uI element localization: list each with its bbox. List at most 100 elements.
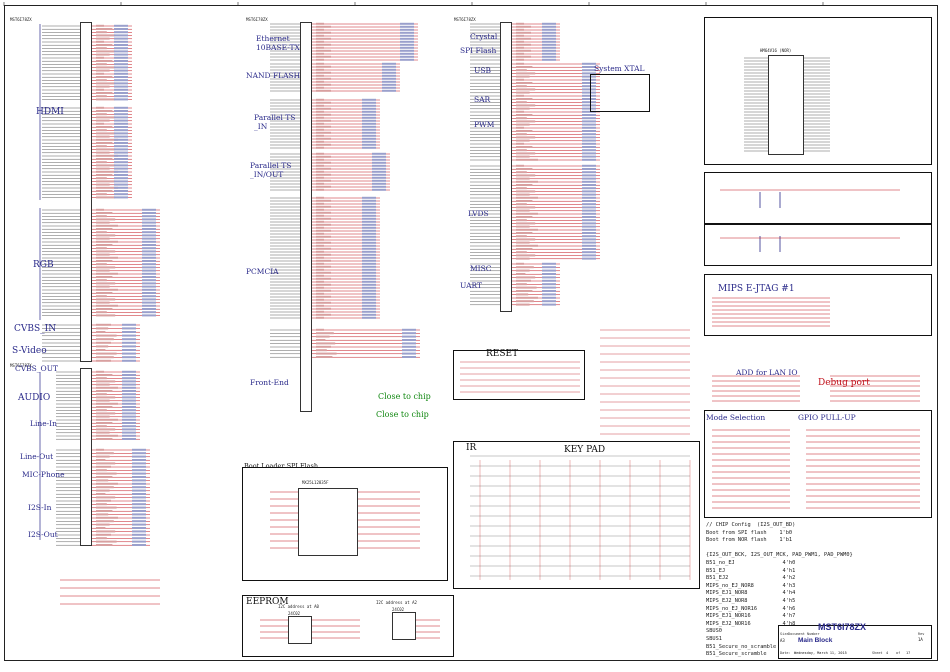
net-label-block — [96, 272, 118, 275]
net-label-block — [316, 289, 331, 292]
title-size: A3 — [780, 638, 785, 643]
net-label-block — [516, 276, 536, 279]
net-label-block — [316, 292, 324, 295]
net-label-block — [402, 328, 416, 331]
net-label-block — [142, 228, 156, 230]
label-cvbs-out: CVBS_OUT — [15, 364, 59, 373]
net-label-block — [96, 126, 113, 128]
net-label-block — [542, 40, 556, 43]
net-label-block — [316, 259, 331, 262]
net-label-block — [114, 151, 128, 154]
net-label-block — [114, 154, 128, 157]
net-label-block — [96, 154, 118, 157]
net-label-block — [316, 253, 331, 256]
net-label-block — [114, 98, 128, 101]
net-label-block — [96, 218, 116, 221]
net-label-block — [362, 256, 376, 259]
net-label-block — [362, 107, 376, 110]
net-label-block — [316, 137, 331, 140]
net-label-block — [96, 486, 114, 489]
net-label-block — [542, 266, 556, 269]
net-label-block — [362, 262, 376, 265]
net-label-block — [316, 101, 331, 104]
net-label-block — [516, 279, 531, 282]
net-label-block — [516, 66, 533, 68]
net-label-block — [96, 98, 116, 101]
net-label-block — [582, 184, 596, 186]
boot-spi-box — [242, 467, 448, 581]
net-label-block — [96, 161, 107, 164]
net-label-block — [542, 37, 556, 40]
label-eeprom: EEPROM — [246, 597, 289, 607]
net-label-block — [96, 228, 113, 230]
net-label-block — [582, 107, 596, 110]
net-label-block — [96, 288, 118, 291]
net-label-block — [362, 122, 376, 125]
label-add-lan: ADD for LAN IO — [736, 368, 798, 377]
net-label-block — [96, 237, 110, 240]
net-label-block — [516, 266, 534, 269]
label-close-to-chip-2: Close to chip — [376, 410, 429, 419]
net-label-block — [316, 271, 331, 274]
net-label-block — [114, 28, 128, 30]
net-label-block — [382, 83, 396, 86]
net-label-block — [132, 496, 146, 499]
net-label-block — [316, 182, 324, 185]
net-label-block — [316, 352, 337, 355]
net-label-block — [96, 167, 110, 170]
net-label-block — [516, 85, 527, 88]
net-label-block — [96, 240, 118, 243]
net-label-block — [316, 328, 324, 331]
net-label-block — [96, 301, 110, 304]
net-label-block — [122, 386, 136, 389]
net-label-block — [96, 399, 110, 402]
net-label-block — [316, 295, 331, 298]
net-label-block — [362, 220, 376, 223]
net-label-block — [96, 412, 116, 415]
label-mic: MIC-Phone — [22, 470, 65, 479]
net-label-block — [96, 533, 111, 536]
net-label-block — [516, 193, 530, 196]
net-label-block — [582, 149, 596, 152]
net-label-block — [142, 250, 156, 253]
net-label-block — [96, 76, 113, 78]
eeprom-addr-a0: I2C address at A0 — [278, 604, 319, 609]
net-label-block — [96, 438, 113, 440]
net-label-block — [362, 268, 376, 271]
net-label-block — [96, 523, 110, 526]
net-label-block — [516, 136, 536, 139]
net-label-block — [96, 69, 110, 72]
net-label-block — [122, 390, 136, 392]
net-label-block — [582, 139, 596, 142]
net-label-block — [362, 134, 376, 137]
protection-box-1 — [704, 172, 932, 224]
net-label-block — [114, 40, 128, 43]
net-label-block — [316, 342, 336, 345]
system-xtal-box — [590, 74, 650, 112]
ir-keypad-box — [453, 441, 700, 589]
net-label-block — [96, 142, 113, 144]
net-label-block — [516, 212, 538, 215]
net-label-block — [516, 254, 536, 257]
label-line-out: Line-Out — [20, 452, 54, 461]
net-label-block — [316, 86, 324, 89]
net-label-block — [142, 272, 156, 275]
net-label-block — [96, 327, 109, 330]
net-label-block — [96, 308, 113, 310]
net-label-block — [316, 202, 324, 205]
net-label-block — [542, 43, 556, 46]
net-label-block — [516, 31, 531, 34]
net-label-block — [122, 341, 136, 344]
net-label-block — [96, 174, 113, 176]
label-gpio-pullup: GPIO PULL-UP — [798, 413, 856, 422]
net-label-block — [122, 428, 136, 431]
net-label-block — [142, 269, 156, 272]
net-label-block — [114, 174, 128, 176]
net-label-block — [542, 303, 556, 306]
net-label-block — [132, 499, 146, 502]
net-label-block — [382, 77, 396, 80]
net-label-block — [96, 540, 117, 543]
net-label-block — [114, 95, 128, 98]
label-cvbs-in: CVBS_IN — [14, 324, 57, 334]
net-label-block — [582, 110, 596, 113]
